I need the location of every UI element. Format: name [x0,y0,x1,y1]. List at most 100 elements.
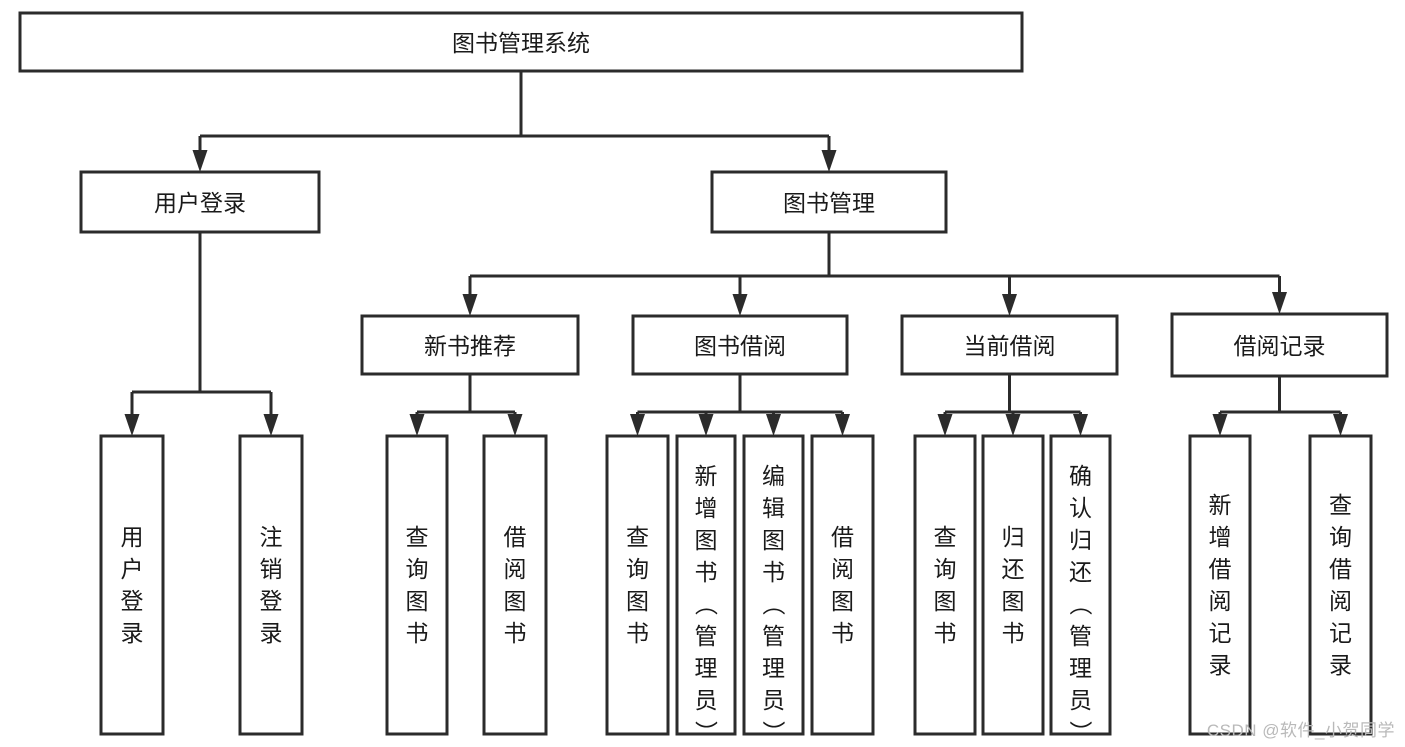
node-borrow-record[interactable]: 借阅记录 [1170,312,1389,378]
node-leaf-logout-label-char: 注 [260,524,283,550]
arrow-new-book-rec-to-leaf-query-book-1 [409,414,425,436]
node-leaf-logout-label-char: 销 [260,556,283,582]
node-leaf-confirm-return-label-char: 管 [1069,623,1092,649]
node-book-manage[interactable]: 图书管理 [710,170,948,234]
arrow-borrow-record-to-leaf-add-record [1212,414,1228,436]
node-leaf-borrow-book-2-label-char: 借 [831,524,854,550]
node-leaf-user-login-box [99,434,165,736]
node-leaf-edit-book-label-char: 管 [762,623,785,649]
node-root[interactable]: 图书管理系统 [18,11,1024,73]
node-leaf-borrow-book-1-box [482,434,548,736]
node-leaf-edit-book-label-char: 图 [762,527,785,553]
node-book-borrow[interactable]: 图书借阅 [631,314,849,376]
node-leaf-confirm-return-box [1049,434,1112,736]
node-leaf-add-book-label-char: 理 [695,655,718,681]
arrow-book-manage-to-borrow-record [1272,292,1287,314]
node-new-book-rec-label: 新书推荐 [424,333,516,359]
arrow-current-borrow-to-leaf-return-book [1005,414,1021,436]
node-leaf-add-book-label-char: 增 [695,495,718,521]
node-leaf-borrow-book-2-label-char: 阅 [831,556,854,582]
node-current-borrow-box [900,314,1119,376]
arrow-book-borrow-to-leaf-edit-book [766,414,781,436]
node-leaf-borrow-book-2-box [810,434,875,736]
node-leaf-add-book-box [675,434,737,736]
node-leaf-add-book-label-char: （ [693,593,719,616]
arrow-user-login-to-leaf-user-login [124,414,140,436]
node-leaf-confirm-return-label-char: 认 [1069,495,1092,521]
arrow-book-borrow-to-leaf-borrow-book-2 [835,414,850,436]
arrow-book-manage-to-new-book-rec [462,294,478,316]
node-leaf-logout-label-char: 录 [260,620,283,646]
node-root-label: 图书管理系统 [452,30,590,56]
arrow-new-book-rec-to-leaf-borrow-book-1 [507,414,523,436]
node-leaf-return-book-label-char: 归 [1002,524,1025,550]
node-leaf-add-record-label-char: 阅 [1209,588,1232,614]
arrow-borrow-record-to-leaf-query-record [1333,414,1348,436]
node-leaf-query-book-2-label-char: 询 [626,556,649,582]
node-leaf-borrow-book-1-label-char: 阅 [504,556,527,582]
node-leaf-confirm-return-label-char: 还 [1069,559,1092,585]
node-leaf-user-login[interactable]: 用户登录 [99,434,165,736]
node-leaf-borrow-book-2-label-char: 书 [831,620,854,646]
node-leaf-add-book-label-char: 管 [695,623,718,649]
arrow-book-borrow-to-leaf-query-book-2 [630,414,645,436]
node-leaf-query-book-1-label-char: 询 [406,556,429,582]
node-borrow-record-box [1170,312,1389,378]
node-leaf-query-book-3-label-char: 询 [934,556,957,582]
node-borrow-record-label: 借阅记录 [1234,333,1326,359]
node-leaf-query-book-2-label-char: 查 [626,524,649,550]
node-leaf-user-login-label-char: 登 [121,588,144,614]
node-leaf-edit-book-label-char: 辑 [762,495,785,521]
node-current-borrow[interactable]: 当前借阅 [900,314,1119,376]
node-leaf-edit-book-label-char: 编 [762,463,785,489]
node-new-book-rec[interactable]: 新书推荐 [360,314,580,376]
node-leaf-query-book-3-box [913,434,977,736]
node-leaf-add-book-label-char: ） [693,721,719,744]
node-leaf-query-record-label-char: 借 [1329,556,1352,582]
arrow-book-manage-to-current-borrow [1002,294,1017,316]
node-current-borrow-label: 当前借阅 [964,333,1056,359]
node-leaf-query-book-3-label-char: 查 [934,524,957,550]
node-leaf-edit-book-label-char: （ [761,593,787,616]
node-leaf-edit-book-label-char: 员 [762,687,785,713]
node-leaf-confirm-return-label-char: 确 [1069,463,1092,489]
node-book-manage-label: 图书管理 [783,190,875,216]
node-leaf-confirm-return-label-char: 理 [1069,655,1092,681]
node-leaf-query-book-1-box [385,434,449,736]
node-leaf-query-record-label-char: 录 [1329,652,1352,678]
node-leaf-add-record-label-char: 借 [1209,556,1232,582]
node-leaf-add-record-label-char: 录 [1209,652,1232,678]
node-user-login-label: 用户登录 [154,190,246,216]
node-leaf-confirm-return-label-char: ） [1068,721,1094,744]
arrow-book-borrow-to-leaf-add-book [698,414,714,436]
node-leaf-add-book-label-char: 书 [695,559,718,585]
node-leaf-edit-book-label-char: 理 [762,655,785,681]
node-leaf-logout-label-char: 登 [260,588,283,614]
node-leaf-confirm-return-label-char: （ [1068,593,1094,616]
node-leaf-add-record-box [1188,434,1252,736]
node-leaf-query-book-1-label-char: 图 [406,588,429,614]
node-leaf-query-record-label-char: 查 [1329,492,1352,518]
arrow-root-to-user-login [192,150,208,172]
node-leaf-return-book-label-char: 还 [1002,556,1025,582]
node-user-login-box [79,170,321,234]
node-layer: 图书管理系统用户登录图书管理新书推荐图书借阅当前借阅借阅记录用户登录注销登录查询… [18,11,1389,744]
arrow-book-manage-to-book-borrow [732,294,748,316]
node-leaf-edit-book-box [742,434,805,736]
node-leaf-query-record-label-char: 询 [1329,524,1352,550]
node-user-login[interactable]: 用户登录 [79,170,321,234]
node-leaf-edit-book-label-char: ） [761,721,787,744]
